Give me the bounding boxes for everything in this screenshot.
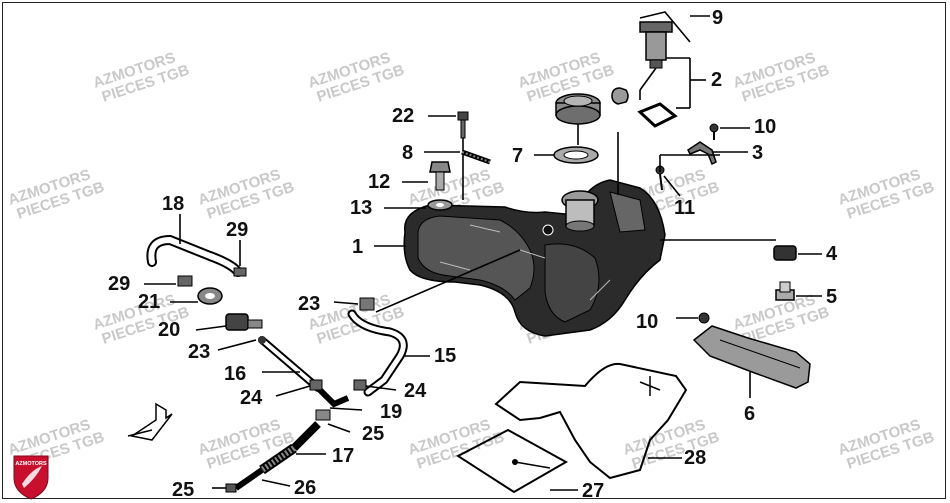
- fuel-filter-17: [259, 421, 326, 475]
- callout-2: 2: [711, 69, 722, 91]
- collar-5: [775, 281, 822, 301]
- callout-8: 8: [402, 142, 413, 164]
- callout-25-left: 25: [172, 479, 194, 501]
- logo-text: AZMOTORS: [15, 461, 47, 467]
- bolt-10-bottom: [676, 312, 710, 324]
- seal-26: [456, 428, 578, 494]
- bracket-3: [687, 141, 748, 166]
- callout-23-left: 23: [188, 341, 210, 363]
- bolt-10-top: [709, 123, 750, 140]
- callout-16: 16: [224, 363, 246, 385]
- callout-17: 17: [332, 445, 354, 467]
- clamp-23-top: [333, 297, 375, 311]
- callout-4: 4: [826, 243, 838, 265]
- callout-23-right: 23: [298, 293, 320, 315]
- callout-28: 26: [294, 477, 316, 499]
- callout-27: 28: [684, 447, 706, 469]
- callout-12: 12: [368, 171, 390, 193]
- screw-8: [424, 149, 491, 165]
- callout-10-bottom: 10: [636, 311, 658, 333]
- callout-18: 18: [162, 193, 184, 215]
- clamps-24-25: [275, 379, 397, 433]
- callout-6: 6: [744, 403, 755, 425]
- azmotors-logo: AZMOTORS: [13, 455, 49, 500]
- callout-24-right: 24: [404, 380, 427, 402]
- mount-bracket-6: [692, 325, 811, 398]
- callout-20: 20: [158, 319, 180, 341]
- callout-24-left: 24: [240, 387, 263, 409]
- callout-29-left: 29: [108, 273, 130, 295]
- hose-15: [347, 249, 521, 397]
- callout-7: 7: [512, 145, 523, 167]
- bolt-22: [428, 111, 469, 200]
- pipe-28: [212, 467, 291, 493]
- callout-29-right: 29: [226, 219, 248, 241]
- clamp-29-left: [144, 275, 193, 287]
- callout-26: 27: [582, 480, 604, 502]
- callout-15: 15: [434, 345, 456, 367]
- callout-21: 21: [138, 291, 160, 313]
- bolt-12: [402, 161, 451, 191]
- fuel-line-16: [217, 336, 322, 392]
- callout-11: 11: [674, 197, 695, 219]
- callout-5: 5: [826, 286, 837, 308]
- callout-13: 13: [350, 197, 372, 219]
- callout-1: 1: [352, 236, 363, 258]
- bolt-11: [655, 154, 720, 197]
- callout-22: 22: [392, 105, 414, 127]
- callout-10-top: 10: [754, 116, 776, 138]
- callout-labels: 9 2 10 3 11 4 5 10 6 28 27 7 22 8 12 13 …: [108, 7, 838, 502]
- clamp-21: [170, 287, 223, 305]
- vent-hose-18: [146, 214, 243, 277]
- small-clip: [127, 402, 173, 441]
- fuel-cap: [555, 93, 601, 145]
- fuel-pump-unit: [611, 11, 710, 195]
- callout-3: 3: [752, 142, 763, 164]
- callout-9: 9: [712, 7, 723, 29]
- callout-25-right: 25: [362, 423, 384, 445]
- clamp-29-right: [233, 240, 247, 277]
- fuel-tank: [403, 179, 666, 337]
- washer-13: [384, 199, 453, 211]
- rubber-mount-4: [660, 239, 822, 261]
- cap-gasket: [534, 146, 599, 164]
- fuel-cock-20: [195, 313, 263, 331]
- seal-27: [494, 362, 688, 480]
- callout-19: 19: [380, 401, 402, 423]
